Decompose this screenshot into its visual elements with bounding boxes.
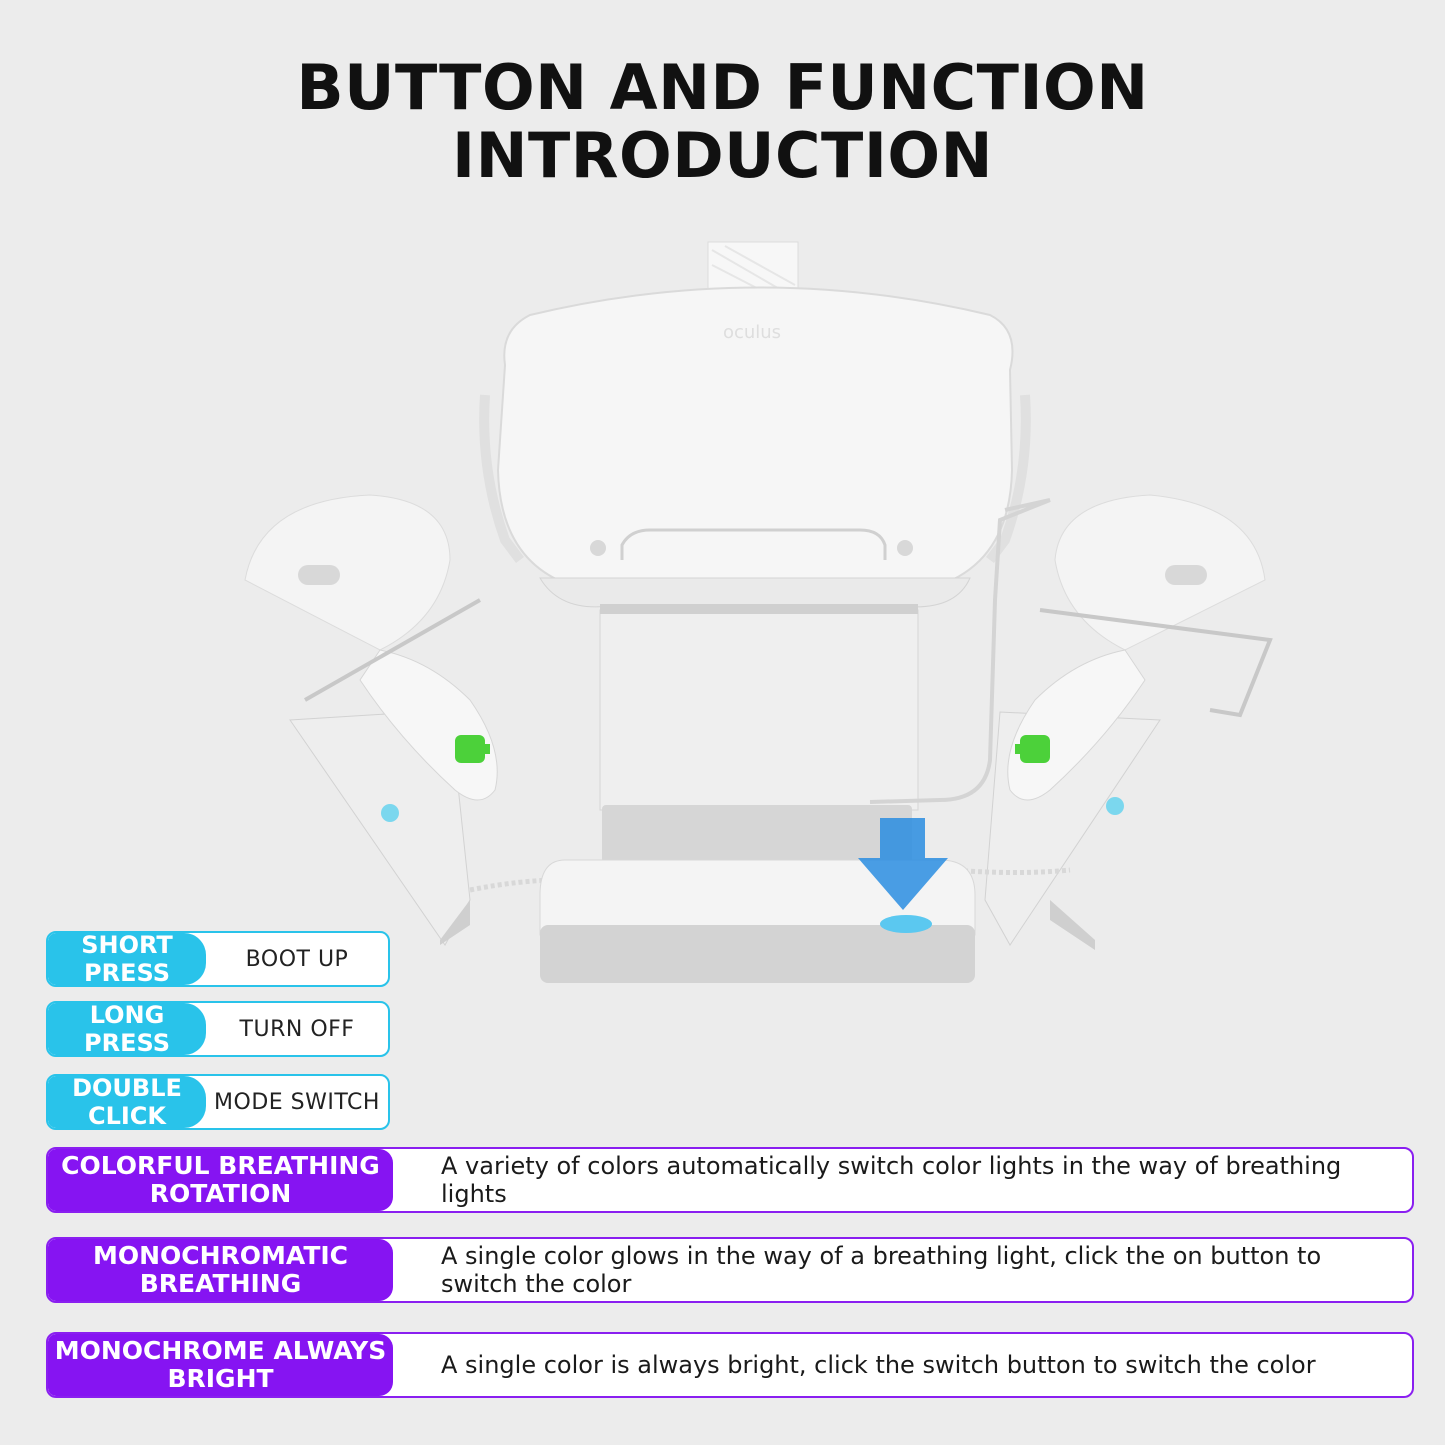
power-button[interactable] [880,915,932,933]
usb-cable [869,498,1051,804]
button-key: SHORT PRESS [48,933,206,985]
mode-key: MONOCHROME ALWAYS BRIGHT [48,1334,393,1396]
mode-key: COLORFUL BREATHING ROTATION [48,1149,393,1211]
button-key: LONG PRESS [48,1003,206,1055]
title-line-2: INTRODUCTION [452,119,993,192]
button-row-long-press: LONG PRESS TURN OFF [46,1001,390,1057]
battery-icon [455,735,485,763]
mode-row-monochrome-always-bright: MONOCHROME ALWAYS BRIGHT A single color … [46,1332,1414,1398]
oculus-logo: oculus [723,322,781,343]
mode-row-colorful-breathing: COLORFUL BREATHING ROTATION A variety of… [46,1147,1414,1213]
battery-icon [1020,735,1050,763]
page-title: BUTTON AND FUNCTION INTRODUCTION [0,54,1445,190]
left-controller [244,494,498,822]
charging-base [539,805,976,983]
vr-headset: oculus [479,286,1031,608]
mode-key: MONOCHROMATIC BREATHING [48,1239,393,1301]
button-function: BOOT UP [245,946,349,972]
mode-description: A variety of colors automatically switch… [441,1152,1342,1208]
acrylic-stand [289,604,1161,950]
button-key: DOUBLE CLICK [48,1076,206,1128]
title-line-1: BUTTON AND FUNCTION [296,51,1149,124]
button-function: MODE SWITCH [214,1089,380,1115]
button-row-double-click: DOUBLE CLICK MODE SWITCH [46,1074,390,1130]
mode-description: A single color is always bright, click t… [441,1351,1316,1379]
mode-row-monochromatic-breathing: MONOCHROMATIC BREATHING A single color g… [46,1237,1414,1303]
right-controller [1007,494,1273,815]
arrow-down-icon [858,818,948,910]
button-function: TURN OFF [239,1016,355,1042]
mode-description: A single color glows in the way of a bre… [441,1242,1322,1298]
button-row-short-press: SHORT PRESS BOOT UP [46,931,390,987]
